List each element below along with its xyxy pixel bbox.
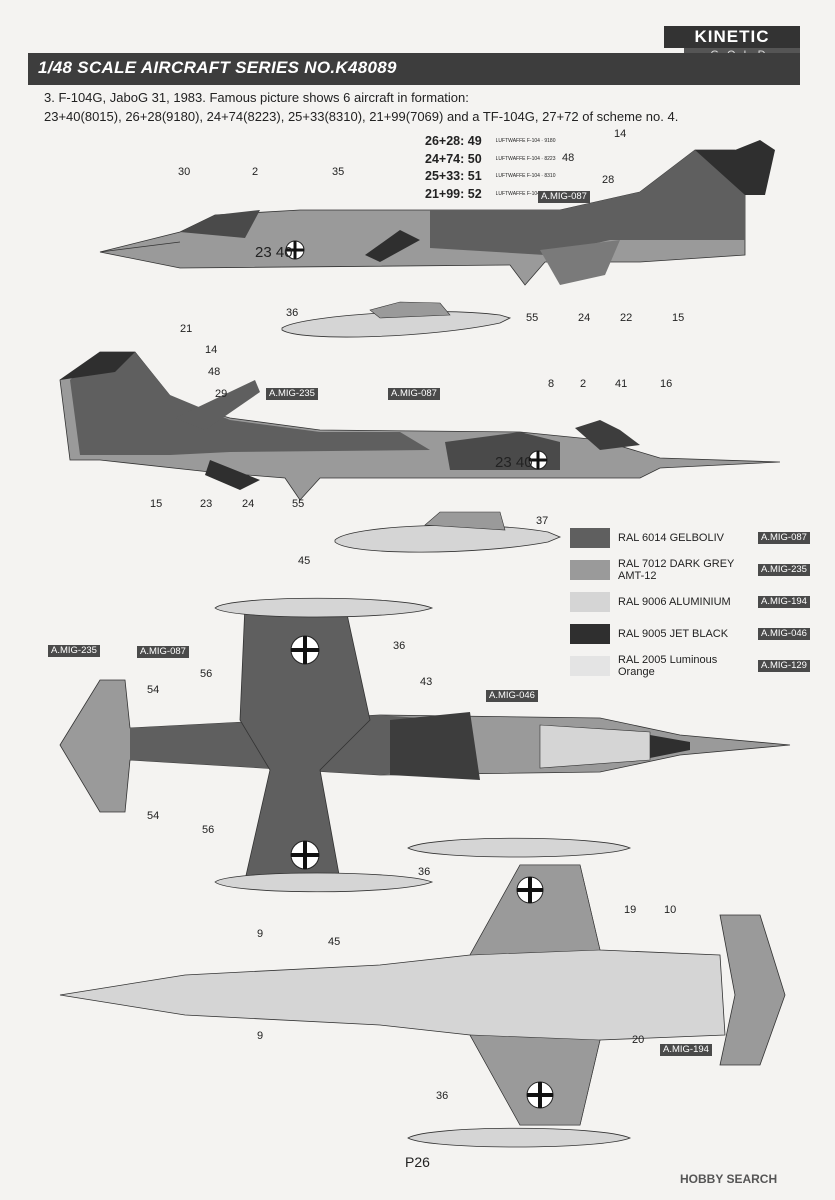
callout-number: 45 <box>298 555 311 567</box>
top-view <box>59 597 791 893</box>
page-title: 1/48 SCALE AIRCRAFT SERIES NO.K48089 <box>38 58 397 77</box>
callout-number: 29 <box>215 388 228 400</box>
legend-color-name: RAL 6014 GELBOLIV <box>618 532 724 544</box>
registration-code: 24+74: 50 <box>425 151 482 166</box>
fuselage-code-marking: 23 40 <box>255 244 293 261</box>
registration-small-text: LUFTWAFFE F-104 · 8223 <box>495 155 556 162</box>
legend-color-name: RAL 2005 Luminous Orange <box>618 654 718 678</box>
callout-number: 15 <box>150 498 163 510</box>
callout-number: 54 <box>147 684 160 696</box>
callout-number: 43 <box>420 676 433 688</box>
registration-code: 26+28: 49 <box>425 134 482 149</box>
paint-tag: A.MIG-087 <box>538 191 590 203</box>
legend-row: RAL 2005 Luminous Orange A.MIG-129 <box>570 652 820 684</box>
callout-number: 14 <box>205 344 218 356</box>
callout-number: 10 <box>664 904 677 916</box>
callout-number: 24 <box>242 498 255 510</box>
callout-number: 24 <box>578 312 591 324</box>
callout-number: 15 <box>672 312 685 324</box>
logo-main-text: KINETIC <box>664 26 800 48</box>
callout-number: 30 <box>178 166 191 178</box>
registration-small-text: LUFTWAFFE F-104 · 7069 <box>495 190 556 197</box>
fuselage-code-marking-2: 23 40 <box>495 454 533 471</box>
callout-number: 36 <box>418 866 431 878</box>
callout-number: 36 <box>436 1090 449 1102</box>
callout-number: 48 <box>562 152 575 164</box>
color-swatch <box>570 560 610 580</box>
registration-small-text: LUFTWAFFE F-104 · 8310 <box>495 173 556 179</box>
drop-tank-side-2 <box>334 524 562 553</box>
legend-paint-code: A.MIG-194 <box>758 596 810 608</box>
legend-paint-code: A.MIG-087 <box>758 532 810 544</box>
callout-number: 56 <box>200 668 213 680</box>
bottom-view <box>59 837 786 1148</box>
callout-number: 23 <box>200 498 213 510</box>
paint-tag: A.MIG-194 <box>660 1044 712 1056</box>
legend-paint-code: A.MIG-235 <box>758 564 810 576</box>
legend-row: RAL 7012 DARK GREY AMT-12 A.MIG-235 <box>570 556 820 588</box>
color-swatch <box>570 624 610 644</box>
color-swatch <box>570 528 610 548</box>
intro-line-1: 3. F-104G, JaboG 31, 1983. Famous pictur… <box>44 90 469 105</box>
callout-number: 28 <box>602 174 615 186</box>
callout-number: 19 <box>624 904 637 916</box>
callout-number: 45 <box>328 936 341 948</box>
legend-color-name: RAL 9005 JET BLACK <box>618 628 729 640</box>
legend-row: RAL 6014 GELBOLIV A.MIG-087 <box>570 524 820 556</box>
callout-number: 55 <box>526 312 539 324</box>
page-number: P26 <box>405 1154 430 1170</box>
hobby-search-watermark: HOBBY SEARCH <box>680 1172 778 1186</box>
callout-number: 8 <box>548 378 555 390</box>
callout-number: 16 <box>660 378 673 390</box>
registration-list: 26+28: 49 LUFTWAFFE F-104 · 9180 24+74: 5… <box>425 133 556 203</box>
callout-number: 9 <box>257 928 264 940</box>
legend-paint-code: A.MIG-046 <box>758 628 810 640</box>
paint-tag: A.MIG-046 <box>486 690 538 702</box>
paint-tag: A.MIG-235 <box>48 645 100 657</box>
callout-number: 55 <box>292 498 305 510</box>
side-view-left-facing: 23 40 <box>99 140 775 286</box>
legend-color-name: RAL 7012 DARK GREY AMT-12 <box>618 558 735 582</box>
callout-number: 14 <box>614 128 627 140</box>
side-view-right-facing: 23 40 <box>59 351 781 501</box>
callout-number: 20 <box>632 1034 645 1046</box>
registration-row: 25+33: 51 LUFTWAFFE F-104 · 8310 <box>425 168 556 186</box>
registration-row: 26+28: 49 LUFTWAFFE F-104 · 9180 <box>425 133 556 151</box>
registration-row: 21+99: 52 LUFTWAFFE F-104 · 7069 <box>425 186 556 204</box>
registration-row: 24+74: 50 LUFTWAFFE F-104 · 8223 <box>425 151 556 169</box>
paint-tag: A.MIG-235 <box>266 388 318 400</box>
drop-tank-side <box>281 311 512 338</box>
callout-number: 35 <box>332 166 345 178</box>
callout-number: 22 <box>620 312 633 324</box>
paint-legend: RAL 6014 GELBOLIV A.MIG-087 RAL 7012 DAR… <box>570 524 820 684</box>
scheme-description: 3. F-104G, JaboG 31, 1983. Famous pictur… <box>44 88 678 126</box>
color-swatch <box>570 656 610 676</box>
callout-number: 36 <box>393 640 406 652</box>
registration-code: 21+99: 52 <box>425 186 482 201</box>
callout-number: 56 <box>202 824 215 836</box>
callout-number: 48 <box>208 366 221 378</box>
callout-number: 37 <box>536 515 549 527</box>
callout-number: 2 <box>252 166 259 178</box>
callout-number: 9 <box>257 1030 264 1042</box>
callout-number: 21 <box>180 323 193 335</box>
legend-paint-code: A.MIG-129 <box>758 660 810 672</box>
callout-number: 54 <box>147 810 160 822</box>
intro-line-2: 23+40(8015), 26+28(9180), 24+74(8223), 2… <box>44 109 679 124</box>
color-swatch <box>570 592 610 612</box>
callout-number: 2 <box>580 378 587 390</box>
tank-pylon <box>369 301 451 319</box>
header-bar <box>28 53 800 85</box>
paint-tag: A.MIG-087 <box>388 388 440 400</box>
callout-number: 36 <box>286 307 299 319</box>
callout-number: 41 <box>615 378 628 390</box>
registration-code: 25+33: 51 <box>425 169 482 184</box>
legend-row: RAL 9006 ALUMINIUM A.MIG-194 <box>570 588 820 620</box>
paint-tag: A.MIG-087 <box>137 646 189 658</box>
tank-pylon-2 <box>424 511 506 531</box>
legend-color-name: RAL 9006 ALUMINIUM <box>618 596 731 608</box>
registration-small-text: LUFTWAFFE F-104 · 9180 <box>495 138 556 144</box>
legend-row: RAL 9005 JET BLACK A.MIG-046 <box>570 620 820 652</box>
